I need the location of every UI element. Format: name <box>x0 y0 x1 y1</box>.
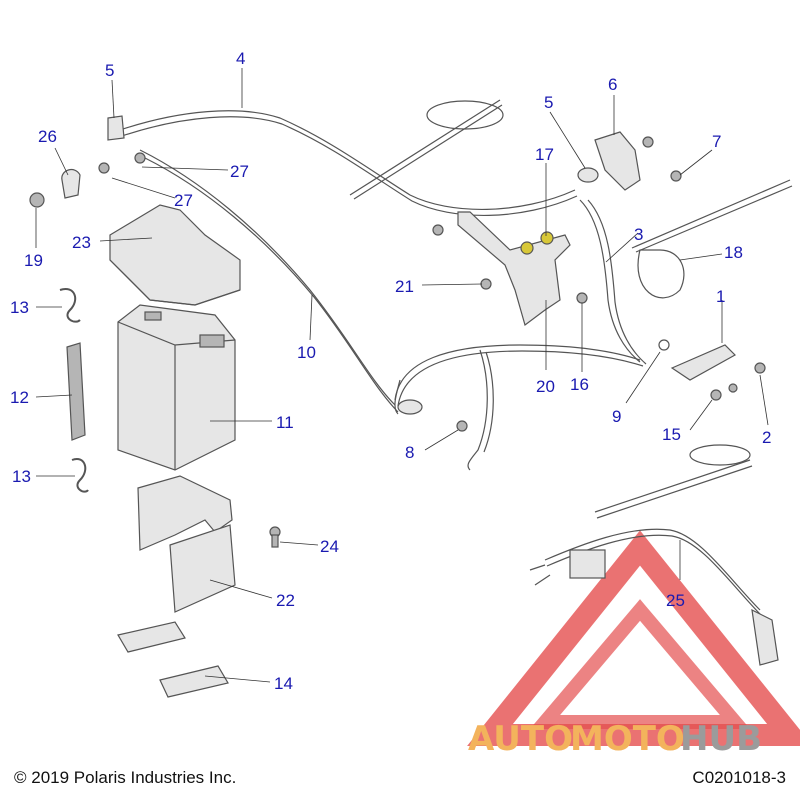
cable-4 <box>107 110 578 216</box>
nut-7 <box>670 170 682 182</box>
watermark-text-hub: HUB <box>680 719 762 759</box>
clip-13-top <box>59 288 81 323</box>
bracket-20 <box>457 211 571 327</box>
callout-3: 3 <box>634 225 643 244</box>
watermark-logo: AUTO MOTO HUB <box>467 530 800 759</box>
nut-16 <box>576 292 588 304</box>
callout-10: 10 <box>297 343 316 362</box>
callout-15: 15 <box>662 425 681 444</box>
callout-5-right: 5 <box>544 93 553 112</box>
bolt-21 <box>432 224 492 290</box>
callout-labels: 4 5 26 27 27 19 23 13 12 13 11 10 22 14 … <box>10 49 771 693</box>
callout-4: 4 <box>236 49 245 68</box>
callout-14: 14 <box>274 674 293 693</box>
callout-18: 18 <box>724 243 743 262</box>
callout-26: 26 <box>38 127 57 146</box>
callout-16: 16 <box>570 375 589 394</box>
callout-24: 24 <box>320 537 339 556</box>
callout-27-lower: 27 <box>174 191 193 210</box>
callout-1: 1 <box>716 287 725 306</box>
cable-10 <box>139 149 423 415</box>
leader-lines <box>35 68 769 683</box>
cable-tie-bottom <box>594 444 753 519</box>
battery-11 <box>117 304 236 471</box>
bolt-24 <box>269 526 281 548</box>
battery-cover-23 <box>109 204 241 306</box>
solenoid-6 <box>594 131 654 191</box>
callout-13-lower: 13 <box>12 467 31 486</box>
callout-23: 23 <box>72 233 91 252</box>
pad-14 <box>117 621 229 698</box>
callout-25: 25 <box>666 591 685 610</box>
callout-9: 9 <box>612 407 621 426</box>
callout-7: 7 <box>712 132 721 151</box>
nut-19 <box>29 192 45 208</box>
terminal-block-1 <box>670 344 766 401</box>
callout-11: 11 <box>276 413 294 432</box>
callout-27-upper: 27 <box>230 162 249 181</box>
copyright-text: © 2019 Polaris Industries Inc. <box>14 768 237 787</box>
nut-17 <box>520 231 554 255</box>
battery-strap-12 <box>66 342 86 441</box>
callout-22: 22 <box>276 591 295 610</box>
callout-5-left: 5 <box>105 61 114 80</box>
callout-19: 19 <box>24 251 43 270</box>
callout-12: 12 <box>10 388 29 407</box>
callout-6: 6 <box>608 75 617 94</box>
ground-bolt-8 <box>456 420 468 432</box>
terminal-boot-5 <box>577 167 599 183</box>
cable-tie-top <box>349 99 504 200</box>
watermark-text-auto: AUTO <box>468 719 573 759</box>
callout-17: 17 <box>535 145 554 164</box>
clip-13-bottom <box>71 458 89 493</box>
watermark-text-moto: MOTO <box>570 719 685 759</box>
callout-2: 2 <box>762 428 771 447</box>
accessory-harness-25 <box>529 528 779 666</box>
callout-13-upper: 13 <box>10 298 29 317</box>
ring-terminal-9 <box>658 339 670 351</box>
callout-20: 20 <box>536 377 555 396</box>
nut-27 <box>98 152 146 174</box>
battery-tray-22 <box>137 475 236 613</box>
cable-3-harness <box>394 199 647 471</box>
cable-tie-18 <box>631 179 793 299</box>
callout-8: 8 <box>405 443 414 462</box>
callout-21: 21 <box>395 277 414 296</box>
drawing-number: C0201018-3 <box>692 768 786 787</box>
clamp-26 <box>61 168 81 199</box>
